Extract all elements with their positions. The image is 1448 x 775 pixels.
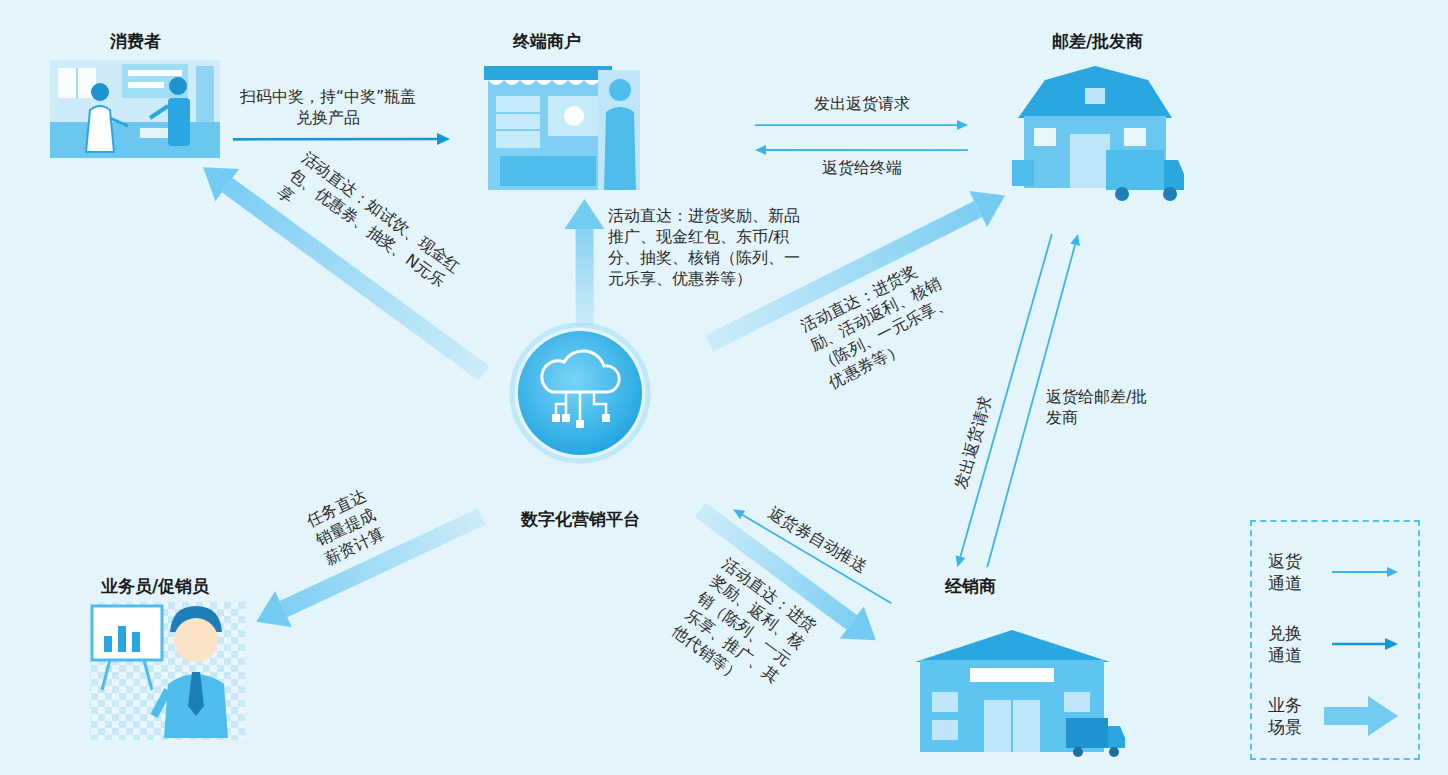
node-label: 数字化营销平台 <box>521 508 640 530</box>
arrow-head <box>733 509 745 519</box>
connector-line <box>233 138 437 141</box>
connector-line <box>960 234 1051 557</box>
connector-line <box>1324 707 1368 725</box>
connector-line <box>987 245 1075 568</box>
legend-box: 返货通道兑换通道业务场景 <box>1250 520 1420 760</box>
arrow-head <box>1387 567 1398 577</box>
return-arrow <box>956 234 1052 567</box>
business-arrow <box>565 199 605 326</box>
connector-line <box>1332 571 1387 573</box>
shop-node: 终端商户 <box>462 30 632 195</box>
salesman-illustration <box>90 602 245 740</box>
exchange-arrow <box>233 133 450 145</box>
return-arrow <box>755 120 968 130</box>
edge-label: 活动直达：进货奖励、返利、核销（陈列、一元乐享、推广、其他代销等） <box>668 554 825 709</box>
arrow-head <box>1070 234 1080 246</box>
node-label: 消费者 <box>110 30 161 52</box>
arrow-head <box>565 199 605 229</box>
arrow-head <box>1385 638 1398 650</box>
legend-sample <box>1318 622 1404 666</box>
legend-text: 兑换通道 <box>1268 622 1304 666</box>
edge-label: 活动直达：进货奖励、新品推广、现金红包、东币/积分、抽奖、核销（陈列、一元乐享、… <box>608 205 813 289</box>
edge-label: 任务直达 销量提成 薪资计算 <box>303 481 395 569</box>
arrow-head <box>956 555 966 567</box>
shop-illustration <box>484 66 640 190</box>
legend-row: 业务场景 <box>1268 680 1408 752</box>
connector-line <box>755 124 957 126</box>
connector-line <box>1332 643 1385 646</box>
edge-label: 扫码中奖，持“中奖”瓶盖兑换产品 <box>238 86 418 128</box>
edge-label: 发出返货请求 <box>949 380 999 492</box>
connector-line <box>576 229 594 326</box>
legend-row: 兑换通道 <box>1268 608 1408 680</box>
consumer-node: 消费者 <box>45 30 225 165</box>
distributor-node: 经销商 <box>900 575 1130 760</box>
wholesaler-node: 邮差/批发商 <box>1005 30 1190 210</box>
warehouse-illustration <box>1012 66 1184 201</box>
edge-label: 发出返货请求 <box>792 93 932 114</box>
arrow-head <box>969 191 1005 227</box>
node-label: 业务员/促销员 <box>101 575 209 597</box>
edge-label: 活动直达：如试饮、现金红包、优惠券、抽奖、N元乐享 <box>273 147 472 316</box>
legend-text: 业务场景 <box>1268 694 1304 738</box>
arrow-head <box>957 120 968 130</box>
node-label: 邮差/批发商 <box>1052 30 1143 52</box>
legend-row: 返货通道 <box>1268 536 1408 608</box>
distributor-illustration <box>915 630 1125 757</box>
node-label: 终端商户 <box>513 30 581 52</box>
consumer-illustration <box>50 60 220 158</box>
salesman-node: 业务员/促销员 <box>70 575 240 740</box>
platform-node: 数字化营销平台 <box>500 330 660 530</box>
edge-label: 返货给终端 <box>792 157 932 178</box>
arrow-head <box>840 606 876 640</box>
legend-sample <box>1318 694 1404 738</box>
arrow-head <box>256 591 292 627</box>
legend-sample <box>1318 550 1404 594</box>
legend-text: 返货通道 <box>1268 550 1304 594</box>
arrow-head <box>203 167 239 201</box>
edge-label: 返货给邮差/批发商 <box>1046 386 1156 428</box>
arrow-head <box>437 133 450 145</box>
edge-label: 活动直达：进货奖励、活动返利、核销（陈列、一元乐享、优惠券等） <box>798 251 970 393</box>
connector-line <box>766 149 968 151</box>
edge-label: 返货券自动推送 <box>764 502 878 581</box>
return-arrow <box>755 145 968 155</box>
arrow-head <box>1368 696 1398 736</box>
platform-icon <box>512 325 648 461</box>
node-label: 经销商 <box>945 575 996 597</box>
arrow-head <box>755 145 766 155</box>
